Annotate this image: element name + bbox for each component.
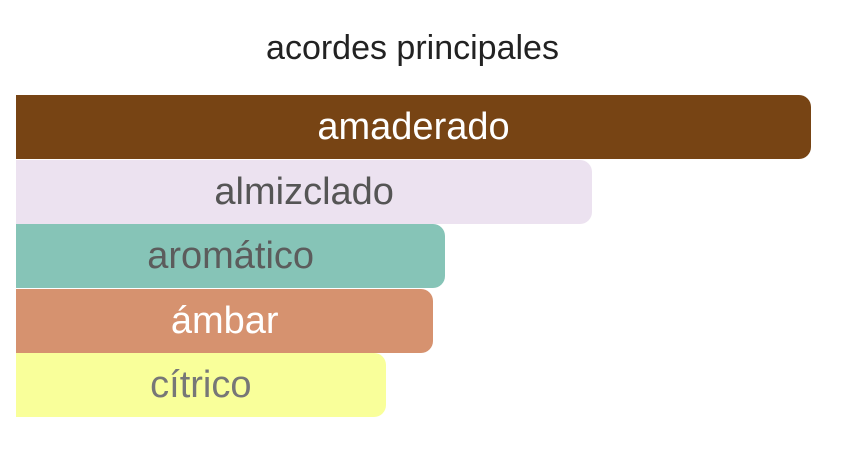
- bar-label: amaderado: [317, 106, 510, 148]
- bar-label: cítrico: [150, 364, 252, 406]
- bar-label: almizclado: [214, 170, 394, 213]
- chart-title: acordes principales: [266, 29, 559, 67]
- bar-label: aromático: [147, 235, 315, 277]
- bar-0: amaderado: [16, 95, 811, 159]
- bar-3: ámbar: [16, 288, 434, 353]
- bar-4: cítrico: [16, 353, 386, 417]
- bar-label: ámbar: [170, 299, 279, 342]
- bar-2: aromático: [16, 224, 446, 288]
- bar-1: almizclado: [16, 159, 593, 224]
